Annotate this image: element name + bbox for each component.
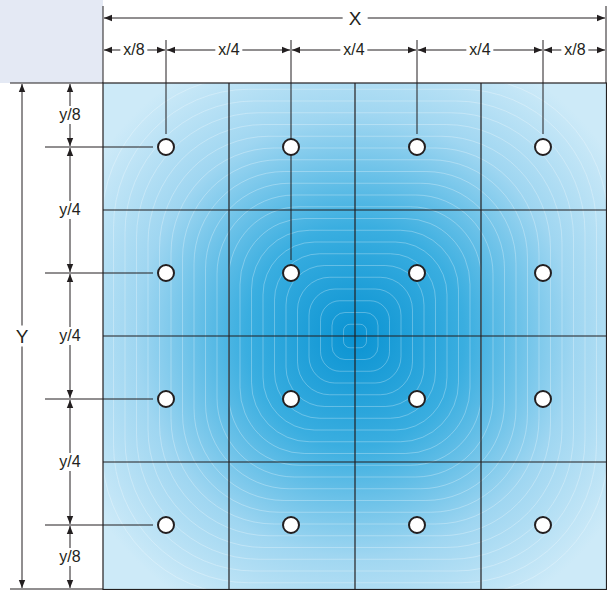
spacing-dimension: y/4 [56, 453, 83, 471]
overall-dimension: X [343, 8, 368, 29]
spacing-dimension: y/8 [56, 548, 83, 566]
contour-lines [103, 83, 607, 590]
spacing-dimension: y/8 [56, 106, 83, 124]
contour-line [103, 83, 607, 590]
measured-area [103, 83, 607, 590]
spacing-dimension: x/4 [466, 41, 493, 59]
overall-dimension: Y [10, 326, 35, 347]
spacing-dimension: x/4 [215, 41, 242, 59]
sample-points [158, 139, 551, 533]
spacing-dimension: x/8 [120, 41, 147, 59]
spacing-dimension: x/8 [561, 41, 588, 59]
grid-lines [103, 83, 607, 590]
dimension-lines [22, 18, 605, 588]
spacing-dimension: y/4 [56, 327, 83, 345]
extension-lines [10, 6, 606, 589]
corner-panel [0, 0, 103, 83]
spacing-dimension: y/4 [56, 201, 83, 219]
spacing-dimension: x/4 [340, 41, 367, 59]
